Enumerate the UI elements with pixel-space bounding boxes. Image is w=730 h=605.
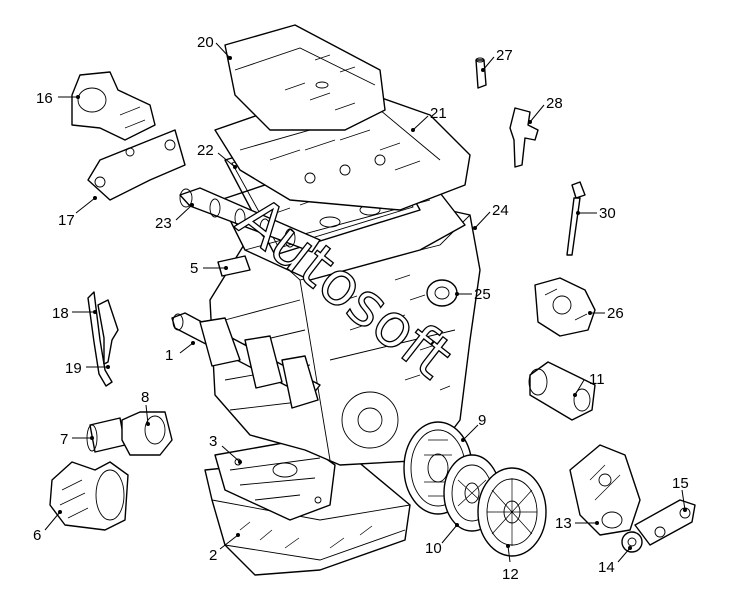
starter-motor <box>528 361 596 421</box>
callout-9: 9 <box>478 412 486 429</box>
callout-15: 15 <box>672 475 689 492</box>
mount-bush <box>621 531 643 553</box>
callout-19: 19 <box>65 360 82 377</box>
sensor-25 <box>426 279 458 307</box>
callout-30: 30 <box>599 205 616 222</box>
pressure-plate <box>477 467 547 557</box>
callout-21: 21 <box>430 105 447 122</box>
engine-top-cover <box>224 24 386 131</box>
mount-support-bracket <box>87 129 186 201</box>
upper-engine-mount <box>71 71 156 141</box>
callout-2: 2 <box>209 547 217 564</box>
callout-22: 22 <box>197 142 214 159</box>
callout-13: 13 <box>555 515 572 532</box>
sensor-27 <box>475 57 487 89</box>
crankshaft <box>171 312 321 409</box>
callout-23: 23 <box>155 215 172 232</box>
torque-rod <box>634 499 696 546</box>
oil-pan-baffle <box>214 439 336 521</box>
thermostat-housing <box>534 277 596 337</box>
oil-filter-assembly <box>49 461 129 531</box>
oil-level-sensor <box>566 181 586 256</box>
callout-7: 7 <box>60 431 68 448</box>
callout-24: 24 <box>492 202 509 219</box>
engine-mount-bracket <box>569 444 641 536</box>
callout-11: 11 <box>589 371 605 388</box>
callout-28: 28 <box>546 95 563 112</box>
callout-17: 17 <box>58 212 75 229</box>
callout-10: 10 <box>425 540 442 557</box>
callout-12: 12 <box>502 566 519 583</box>
dipstick-tube <box>87 291 119 387</box>
callout-20: 20 <box>197 34 214 51</box>
callout-25: 25 <box>474 286 491 303</box>
callout-5: 5 <box>190 260 198 277</box>
callout-6: 6 <box>33 527 41 544</box>
camshaft <box>179 187 321 253</box>
oil-filter <box>86 411 173 456</box>
callout-27: 27 <box>496 47 513 64</box>
callout-1: 1 <box>165 347 173 364</box>
callout-labels: 1 2 3 5 6 7 8 9 10 11 12 13 14 15 16 17 … <box>33 34 689 583</box>
callout-3: 3 <box>209 433 217 450</box>
leader-lines <box>44 42 687 563</box>
small-bracket <box>217 255 251 277</box>
callout-16: 16 <box>36 90 53 107</box>
callout-18: 18 <box>52 305 69 322</box>
callout-8: 8 <box>141 389 149 406</box>
callout-14: 14 <box>598 559 615 576</box>
callout-26: 26 <box>607 305 624 322</box>
